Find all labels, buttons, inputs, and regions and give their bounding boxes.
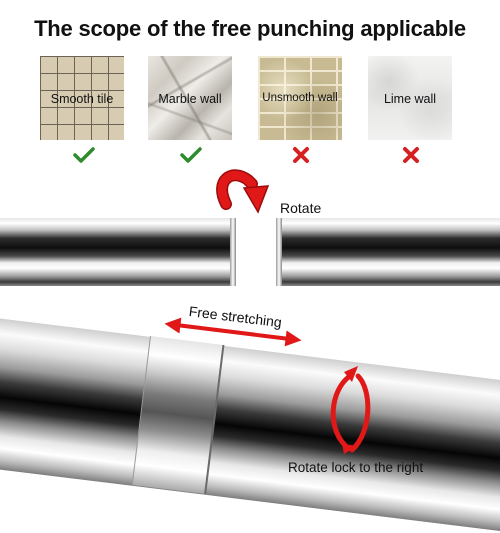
check-mark-icon: [180, 147, 202, 163]
page-title: The scope of the free punching applicabl…: [34, 16, 466, 41]
pipe-left-segment: [0, 218, 236, 286]
pipe-right-segment: [276, 218, 500, 286]
rotate-lock-label: Rotate lock to the right: [288, 460, 424, 475]
tile-label-unsmooth: Unsmooth wall: [262, 92, 338, 104]
tile-label-lime: Lime wall: [383, 92, 437, 106]
tile-label-marble: Marble wall: [158, 92, 222, 106]
pipe-right-end-cap: [276, 218, 282, 286]
tile-lime: Lime wall: [368, 56, 452, 140]
cross-mark-icon: [403, 147, 419, 163]
rotate-label: Rotate: [280, 200, 322, 216]
pipe-telescoping-tube: [0, 316, 500, 533]
free-stretching-label: Free stretching: [188, 303, 283, 331]
check-mark-icon: [73, 147, 95, 163]
pipe-left-end-cap: [230, 218, 236, 286]
tile-label-smooth: Smooth tile: [50, 92, 114, 106]
tile-unsmooth: Unsmooth wall: [258, 56, 342, 140]
tile-marble: Marble wall: [148, 56, 232, 140]
cross-mark-icon: [293, 147, 309, 163]
tile-smooth: Smooth tile: [40, 56, 124, 140]
